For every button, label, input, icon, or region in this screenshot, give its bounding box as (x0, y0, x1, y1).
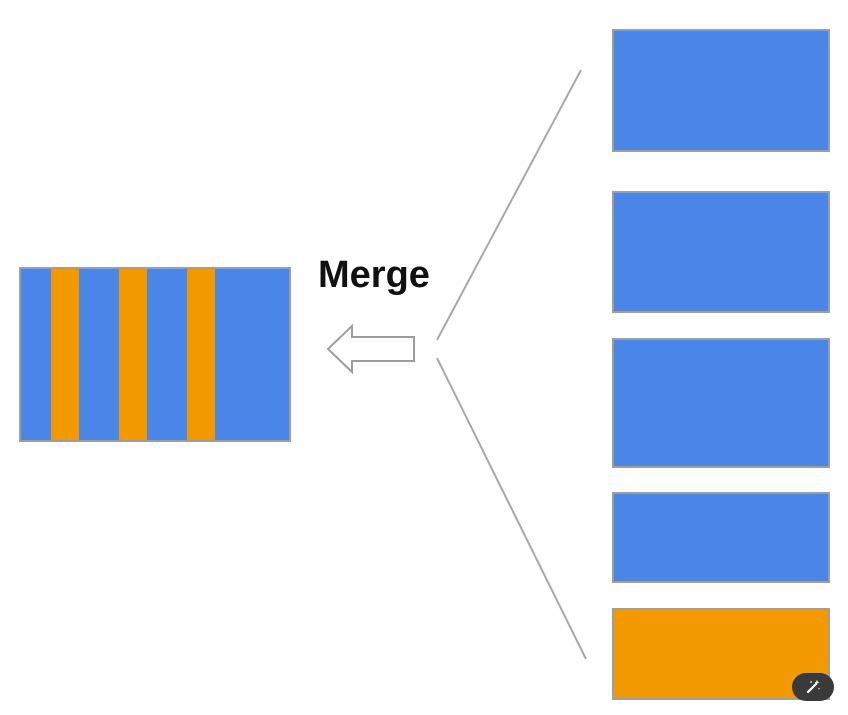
merge-arrow (326, 323, 415, 375)
magic-edit-button[interactable] (792, 673, 834, 701)
merged-stripe-3 (187, 269, 215, 440)
merge-label: Merge (318, 254, 430, 296)
merged-stripe-2 (119, 269, 147, 440)
source-block-3 (612, 338, 830, 468)
connector-line-lower (436, 357, 587, 660)
connector-line-upper (436, 69, 582, 341)
merged-block (19, 267, 291, 442)
magic-wand-icon (806, 679, 821, 694)
source-block-1 (612, 29, 830, 152)
source-block-2 (612, 191, 830, 313)
merged-stripe-1 (51, 269, 79, 440)
source-block-4 (612, 492, 830, 583)
